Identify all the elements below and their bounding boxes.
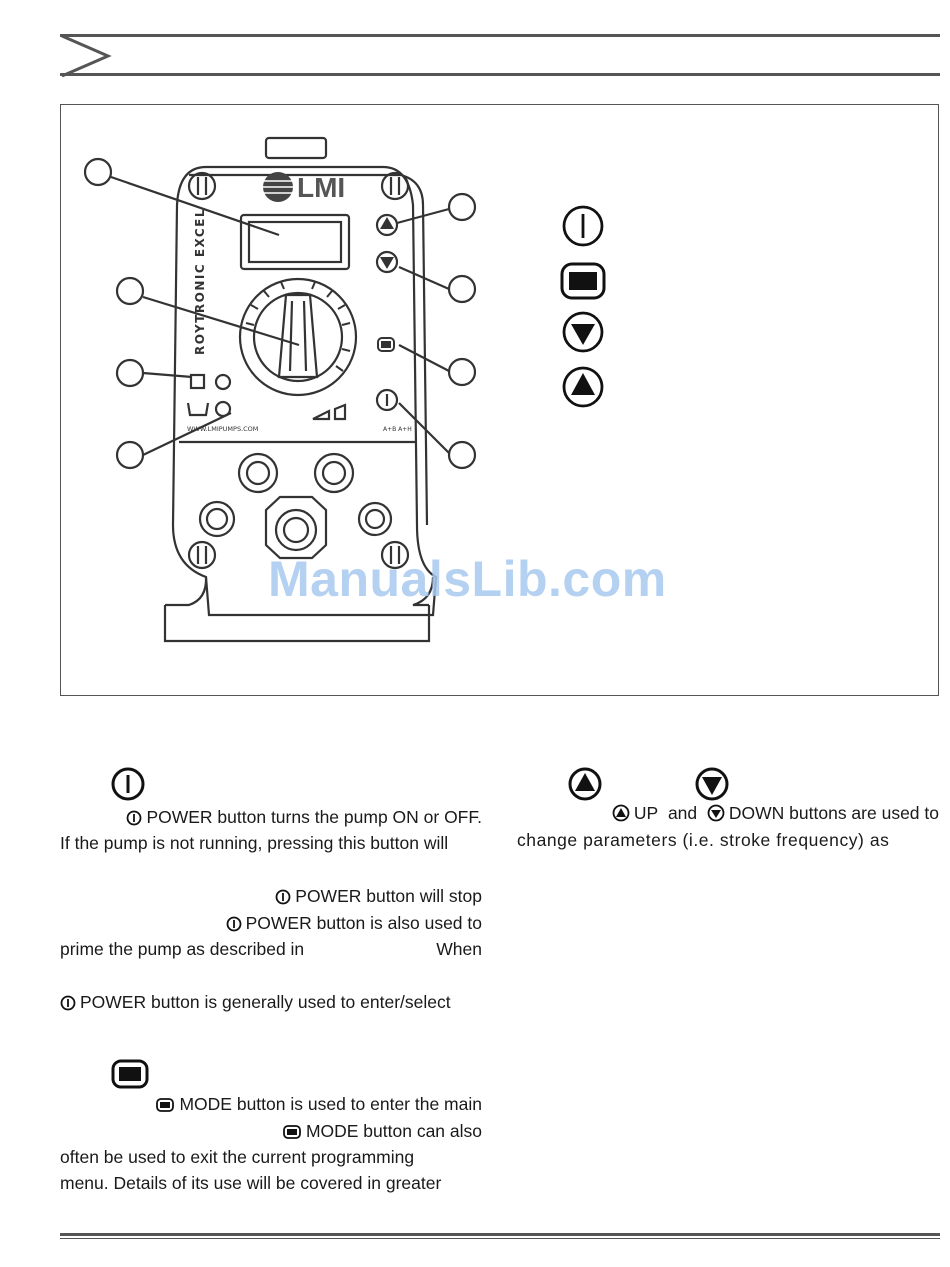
power-inline-icon bbox=[60, 995, 76, 1011]
power-line-2: If the pump is not running, pressing thi… bbox=[60, 833, 449, 853]
power-section-icon bbox=[111, 767, 145, 801]
down-icon bbox=[562, 311, 604, 353]
power-line-7: POWER button is generally used to enter/… bbox=[80, 992, 451, 1012]
updown-description: UP and DOWN buttons are used to change p… bbox=[517, 800, 939, 860]
device-mode-button[interactable] bbox=[377, 337, 395, 352]
power-line-3: POWER button will stop bbox=[295, 886, 482, 906]
device-down-button[interactable] bbox=[375, 250, 399, 274]
corner-label: A+B A+H bbox=[383, 426, 412, 433]
up-inline-icon bbox=[612, 804, 630, 822]
website-label: WWW.LMIPUMPS.COM bbox=[187, 425, 258, 433]
watermark: ManualsLib.com bbox=[268, 551, 667, 607]
up-icon bbox=[562, 366, 604, 408]
power-line-6: When bbox=[436, 939, 482, 959]
updown-and-label: and bbox=[667, 803, 698, 823]
up-section-icon bbox=[568, 767, 602, 801]
header-rule-top bbox=[60, 34, 940, 37]
mode-line-2: MODE button can also bbox=[305, 1121, 482, 1141]
brand-logo: LMI bbox=[297, 172, 345, 203]
pump-figure: ROYTRONIC EXCEL LMI WWW.LMIPUMPS.COM A+B… bbox=[60, 104, 939, 696]
updown-up-label: UP bbox=[633, 803, 659, 823]
mode-description: MODE button is used to enter the main MO… bbox=[60, 1091, 482, 1201]
power-inline-icon bbox=[127, 810, 142, 826]
device-up-button[interactable] bbox=[375, 213, 399, 237]
down-inline-icon bbox=[707, 804, 725, 822]
mode-line-4: menu. Details of its use will be covered… bbox=[60, 1173, 442, 1193]
mode-inline-icon bbox=[156, 1098, 175, 1112]
power-inline-icon bbox=[226, 916, 242, 932]
header-chevron-icon bbox=[61, 34, 112, 78]
power-line-4: POWER button is also used to bbox=[245, 913, 482, 933]
mode-line-3: often be used to exit the current progra… bbox=[60, 1147, 415, 1167]
mode-inline-icon bbox=[283, 1125, 301, 1139]
device-power-button[interactable] bbox=[375, 388, 399, 412]
power-line-1: POWER button turns the pump ON or OFF. bbox=[146, 807, 482, 827]
mode-icon bbox=[560, 262, 606, 300]
pump-illustration: ROYTRONIC EXCEL LMI WWW.LMIPUMPS.COM A+B… bbox=[83, 136, 606, 643]
header-rule-bottom bbox=[60, 73, 940, 76]
mode-section-icon bbox=[111, 1059, 149, 1089]
model-label: ROYTRONIC EXCEL bbox=[193, 208, 207, 355]
power-line-5: prime the pump as described in bbox=[60, 939, 305, 959]
power-inline-icon bbox=[275, 889, 291, 905]
updown-rest-label: DOWN buttons are used to bbox=[728, 803, 939, 823]
footer-rule-thick bbox=[60, 1233, 940, 1236]
power-icon bbox=[562, 205, 604, 247]
footer-rule-thin bbox=[60, 1238, 940, 1239]
mode-line-1: MODE button is used to enter the main bbox=[179, 1094, 482, 1114]
power-description: POWER button turns the pump ON or OFF. I… bbox=[60, 804, 482, 1034]
down-section-icon bbox=[695, 767, 729, 801]
updown-line-2: change parameters (i.e. stroke frequency… bbox=[517, 830, 890, 850]
